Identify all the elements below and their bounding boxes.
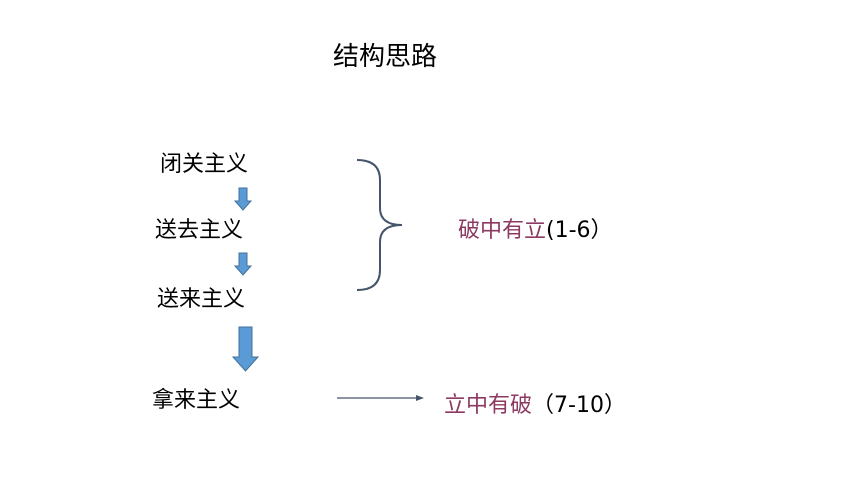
stage-take-in: 拿来主义 [152, 388, 241, 413]
stage-closed-door: 闭关主义 [160, 152, 249, 177]
page-title: 结构思路 [333, 42, 438, 72]
label-build-then-break-text: 立中有破 [444, 393, 533, 418]
right-brace [356, 159, 403, 291]
label-build-then-break-range: （7-10） [532, 393, 626, 418]
right-arrow-head [416, 395, 424, 401]
stage-sent-in: 送来主义 [157, 287, 246, 312]
label-build-then-break: 立中有破（7-10） [444, 387, 626, 419]
down-arrow-large [231, 326, 260, 372]
down-arrow-small-1 [233, 187, 253, 211]
down-arrow-small-2 [233, 252, 253, 276]
label-break-then-build: 破中有立(1-6） [458, 212, 613, 244]
label-break-then-build-text: 破中有立 [458, 218, 547, 243]
stage-send-out: 送去主义 [155, 218, 244, 243]
label-break-then-build-range: (1-6） [546, 218, 613, 243]
